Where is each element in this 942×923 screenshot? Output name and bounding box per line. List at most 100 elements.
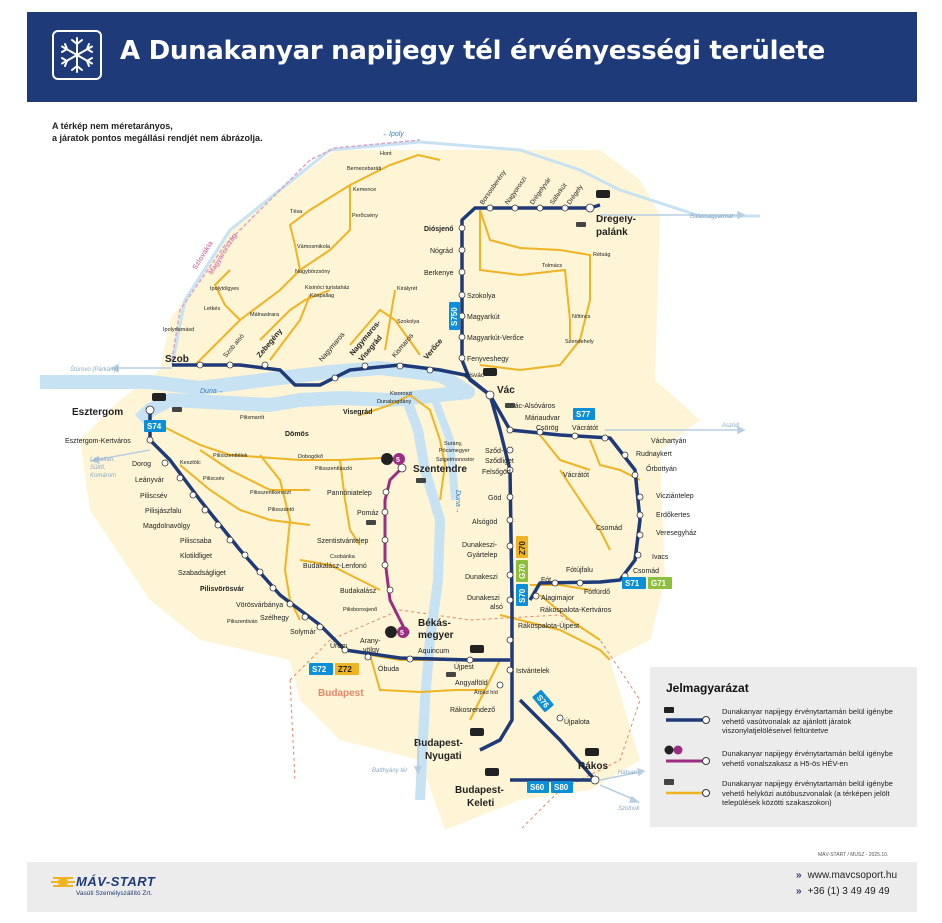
stop-dobogoko[interactable]: Dobogókő [298, 454, 323, 460]
station-pilisjaszfalu[interactable]: Pilisjászfalu [145, 508, 182, 515]
stop-notincs[interactable]: Nőtincs [572, 314, 591, 320]
station-dunakeszi-gyartelep[interactable]: Dunakeszi- [462, 542, 498, 549]
station-nograd[interactable]: Nógrád [430, 248, 453, 255]
station-dorog[interactable]: Dorog [132, 461, 151, 468]
stop-letkes[interactable]: Letkés [204, 306, 220, 312]
station-vacratot[interactable]: Vácrátót [572, 425, 598, 432]
station-vicziantelep[interactable]: Vicziántelep [656, 493, 694, 500]
stop-pilisborosjeno[interactable]: Pilisborosjenő [343, 607, 377, 613]
station-angyalfold[interactable]: Angyalföld [455, 680, 488, 687]
stop-pilisszentkereszt[interactable]: Pilisszentkereszt [250, 490, 291, 496]
stop-szokolya-1[interactable]: Szokolya [397, 319, 420, 325]
station-veresegyhaz[interactable]: Veresegyház [656, 530, 697, 537]
station-fotfurdo[interactable]: Fótfürdő [584, 589, 610, 596]
stop-surany[interactable]: Surány, [444, 441, 463, 447]
station-szabadsagliget[interactable]: Szabadságliget [178, 570, 226, 577]
stop-kesztolc[interactable]: Kesztölc [180, 460, 201, 466]
station-vachartyan[interactable]: Váchartyán [651, 438, 687, 445]
stop-tesa[interactable]: Tésa [290, 209, 303, 215]
station-vac[interactable]: Vác [497, 385, 515, 396]
station-erdokertes[interactable]: Erdőkertes [656, 512, 690, 519]
stop-hont[interactable]: Hont [380, 151, 392, 157]
stop-dunabogdany[interactable]: Dunabogdány [377, 399, 412, 405]
station-bekasmegyer[interactable]: Békás- [418, 618, 451, 629]
stop-piliszentivan[interactable]: Piliszentiván [227, 619, 258, 625]
stop-ipolydamasd[interactable]: Ipolydamásd [163, 327, 194, 333]
stop-pilismarot[interactable]: Pilismarót [240, 415, 265, 421]
station-rudnaykert[interactable]: Rudnaykert [636, 451, 672, 458]
station-rakospalota-kertvaros[interactable]: Rákospalota-Kertváros [540, 607, 612, 614]
station-szod[interactable]: Sződ- [485, 448, 504, 455]
station-dregelypalank[interactable]: Drégely- [596, 214, 636, 225]
station-aquincum[interactable]: Aquincum [418, 648, 449, 655]
station-rakos[interactable]: Rákos [578, 761, 608, 772]
station-god[interactable]: Göd [488, 495, 501, 502]
stop-piliscsev[interactable]: Piliscsév [203, 476, 225, 482]
stop-kisoroszi[interactable]: Kisoroszi [390, 391, 412, 397]
stop-pilisszentlaszlo[interactable]: Pilisszentlászló [315, 466, 352, 472]
station-esztergom[interactable]: Esztergom [72, 407, 123, 418]
station-esztergom-kertvaros[interactable]: Esztergom-Kertváros [65, 438, 131, 445]
stop-malnastra[interactable]: Málnastrara [250, 312, 280, 318]
station-magdolnavolgy[interactable]: Magdolnavölgy [143, 523, 191, 530]
station-fenyveshegy[interactable]: Fenyveshegy [467, 356, 509, 363]
stop-vamosmikola[interactable]: Vámosmikola [297, 244, 331, 250]
station-solymar[interactable]: Solymár [290, 629, 316, 636]
station-alsogod[interactable]: Alsógöd [472, 519, 497, 526]
station-szentistvantelep[interactable]: Szentistvántelep [317, 538, 368, 545]
station-vac-alsovaros[interactable]: Vác-Alsóváros [510, 403, 556, 410]
station-magyarkut[interactable]: Magyarkút [467, 314, 500, 321]
station-diosjeno[interactable]: Diósjenő [424, 226, 454, 233]
station-pannoniatelep[interactable]: Pannóniatelep [327, 490, 372, 497]
station-urom[interactable]: Üröm [330, 642, 347, 650]
stop-kiralyret[interactable]: Királyrét [397, 286, 418, 292]
stop-visegrad[interactable]: Visegrád [343, 409, 372, 416]
stop-retsag[interactable]: Rétság [593, 252, 610, 258]
stop-szigetmonostor[interactable]: Szigetmonostor [436, 457, 474, 463]
station-mariaudvar[interactable]: Máriaudvar [525, 415, 561, 422]
stop-pilisszentlelek[interactable]: Pilisszentlélek [213, 453, 248, 459]
station-orbottyan[interactable]: Őrbottyán [646, 464, 677, 473]
station-dunakeszi[interactable]: Dunakeszi [465, 574, 498, 581]
station-rakospalota-ujpest[interactable]: Rákospalota-Újpest [518, 621, 579, 630]
stop-perocseny[interactable]: Perőcsény [352, 213, 378, 219]
phone-number[interactable]: »+36 (1) 3 49 49 49 [796, 886, 890, 897]
station-budakalasz[interactable]: Budakalász [340, 588, 377, 595]
station-piliscsev[interactable]: Piliscsév [140, 493, 168, 500]
stop-csomad[interactable]: Csomád [596, 525, 622, 532]
stop-csobanka[interactable]: Csobánka [330, 554, 356, 560]
website-link[interactable]: »www.mavcsoport.hu [796, 870, 898, 881]
station-obuda[interactable]: Óbuda [378, 664, 399, 673]
station-csorog[interactable]: Csörög [536, 425, 559, 432]
station-szentendre[interactable]: Szentendre [413, 464, 467, 475]
stop-kisinoci[interactable]: Kisinóci turistaház [305, 285, 350, 291]
station-budakalasz-lenfono[interactable]: Budakalász-Lenfonó [303, 563, 367, 570]
station-fotujfalu[interactable]: Fótújfalu [566, 567, 593, 574]
station-arpadhid[interactable]: Árpád híd [474, 689, 498, 696]
station-leanyvar[interactable]: Leányvár [135, 477, 164, 484]
station-szob[interactable]: Szob [165, 354, 189, 365]
station-csomad[interactable]: Csomád [633, 568, 659, 575]
stop-domos[interactable]: Dömös [285, 431, 309, 438]
station-ivacs[interactable]: Ivacs [652, 554, 669, 561]
station-kisvac[interactable]: Kisvác [465, 372, 485, 379]
stop-szendehely[interactable]: Szendehely [565, 339, 594, 345]
station-aranyvolgy[interactable]: Arany- [360, 638, 381, 645]
stop-vacratot[interactable]: Vácrátót [563, 472, 589, 479]
station-budapest-keleti[interactable]: Budapest- [455, 785, 504, 796]
stop-kemence[interactable]: Kemence [353, 187, 376, 193]
station-fot[interactable]: Fót [541, 577, 551, 584]
stop-bernecebarati[interactable]: Bernecebaráti [347, 166, 381, 172]
stop-ipolytolgyes[interactable]: Ipolytölgyes [210, 286, 239, 292]
station-istvantelek[interactable]: Istvántelek [516, 668, 550, 675]
stop-pilisszanto[interactable]: Pilisszántó [268, 507, 294, 513]
station-ujpest[interactable]: Újpest [454, 662, 474, 671]
station-klotildliget[interactable]: Klotildliget [180, 553, 212, 560]
station-felsogod[interactable]: Felsőgöd [482, 469, 511, 476]
station-pomaz[interactable]: Pomáz [357, 510, 379, 517]
station-alagimajor[interactable]: Alagimajor [541, 595, 575, 602]
station-berkenye[interactable]: Berkenye [424, 270, 454, 277]
station-pilisvorosvar[interactable]: Pilisvörösvár [200, 586, 244, 593]
station-szokolya[interactable]: Szokolya [467, 293, 496, 300]
stop-nagyborzsony[interactable]: Nagybörzsöny [295, 269, 330, 275]
